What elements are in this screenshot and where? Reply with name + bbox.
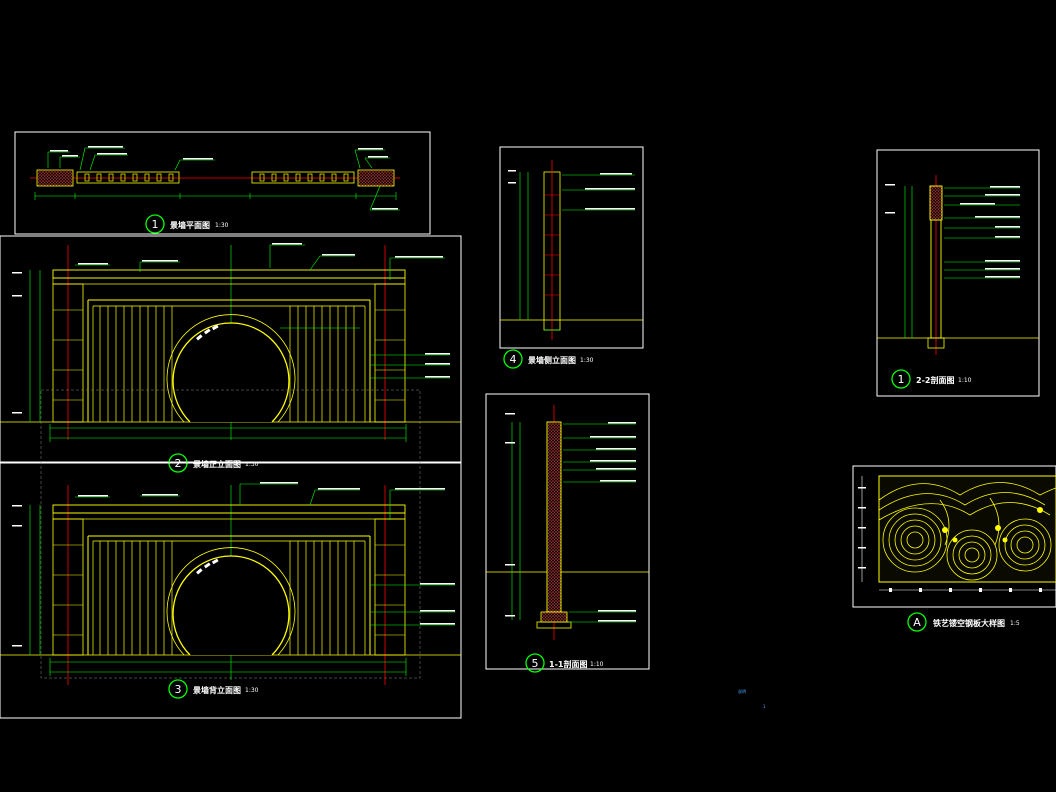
detail-a-view: A 铁艺镂空钢板大样图 1:5: [852, 465, 1056, 632]
plan-view-scale: 1:30: [215, 222, 229, 229]
side-view-scale: 1:30: [580, 357, 594, 364]
front-elevation-view: 2 景墙正立面图 1:30: [0, 235, 462, 473]
back-view-scale: 1:30: [245, 687, 259, 694]
section-1-1-number: 5: [532, 657, 539, 670]
plan-view: 1 景墙平面图 1:30: [14, 131, 431, 235]
back-elevation-view: 3 景墙背立面图 1:30: [0, 389, 462, 719]
plan-view-number-circle: [145, 214, 165, 234]
detail-a-panel: [878, 475, 1056, 583]
detail-a-number-circle: [907, 612, 927, 632]
side-view-number-circle: [503, 349, 523, 369]
front-elevation-frame: [0, 235, 462, 463]
side-view-number: 4: [510, 353, 517, 366]
section-2-2-frame: [876, 149, 1040, 397]
plan-frame: [14, 131, 431, 235]
back-elevation-frame: [0, 462, 462, 719]
section-1-1-frame: [485, 393, 650, 670]
section-2-2-number: 1: [898, 373, 905, 386]
plan-pier-right: [357, 169, 395, 187]
section-2-2-view: 1 2-2剖面图 1:10: [876, 149, 1040, 397]
plan-view-number: 1: [152, 218, 159, 231]
back-moon-gate: [172, 555, 290, 656]
back-view-title: 景墙背立面图: [193, 685, 241, 695]
section-1-1-view: 5 1-1剖面图 1:10: [485, 393, 650, 673]
front-moon-gate: [172, 322, 290, 423]
front-view-scale: 1:30: [245, 461, 259, 468]
side-view-title: 景墙侧立面图: [528, 355, 576, 365]
plan-pier-left: [36, 169, 74, 187]
section-1-1-scale: 1:10: [590, 661, 604, 668]
detail-a-frame: [852, 465, 1056, 608]
section-1-1-title: 1-1剖面图: [549, 659, 587, 669]
side-elevation-frame: [499, 146, 644, 349]
section-2-2-number-circle: [891, 369, 911, 389]
detail-a-title: 铁艺镂空钢板大样图: [933, 618, 1005, 628]
back-view-number: 3: [175, 683, 182, 696]
front-view-title: 景墙正立面图: [193, 459, 241, 469]
section-2-2-title: 2-2剖面图: [916, 375, 954, 385]
side-elevation-view: 4 景墙侧立面图 1:30: [499, 146, 644, 369]
detail-a-number: A: [913, 616, 921, 629]
section-2-2-cap: [929, 185, 943, 221]
drawing-note-sub: 1: [763, 704, 766, 709]
drawing-note: 说明: [738, 688, 746, 694]
back-view-number-circle: [168, 679, 188, 699]
section-1-1-number-circle: [525, 653, 545, 673]
detail-a-scale: 1:5: [1010, 620, 1020, 627]
section-2-2-scale: 1:10: [958, 377, 972, 384]
plan-view-title: 景墙平面图: [170, 220, 210, 230]
section-1-1-wall: [546, 421, 562, 613]
